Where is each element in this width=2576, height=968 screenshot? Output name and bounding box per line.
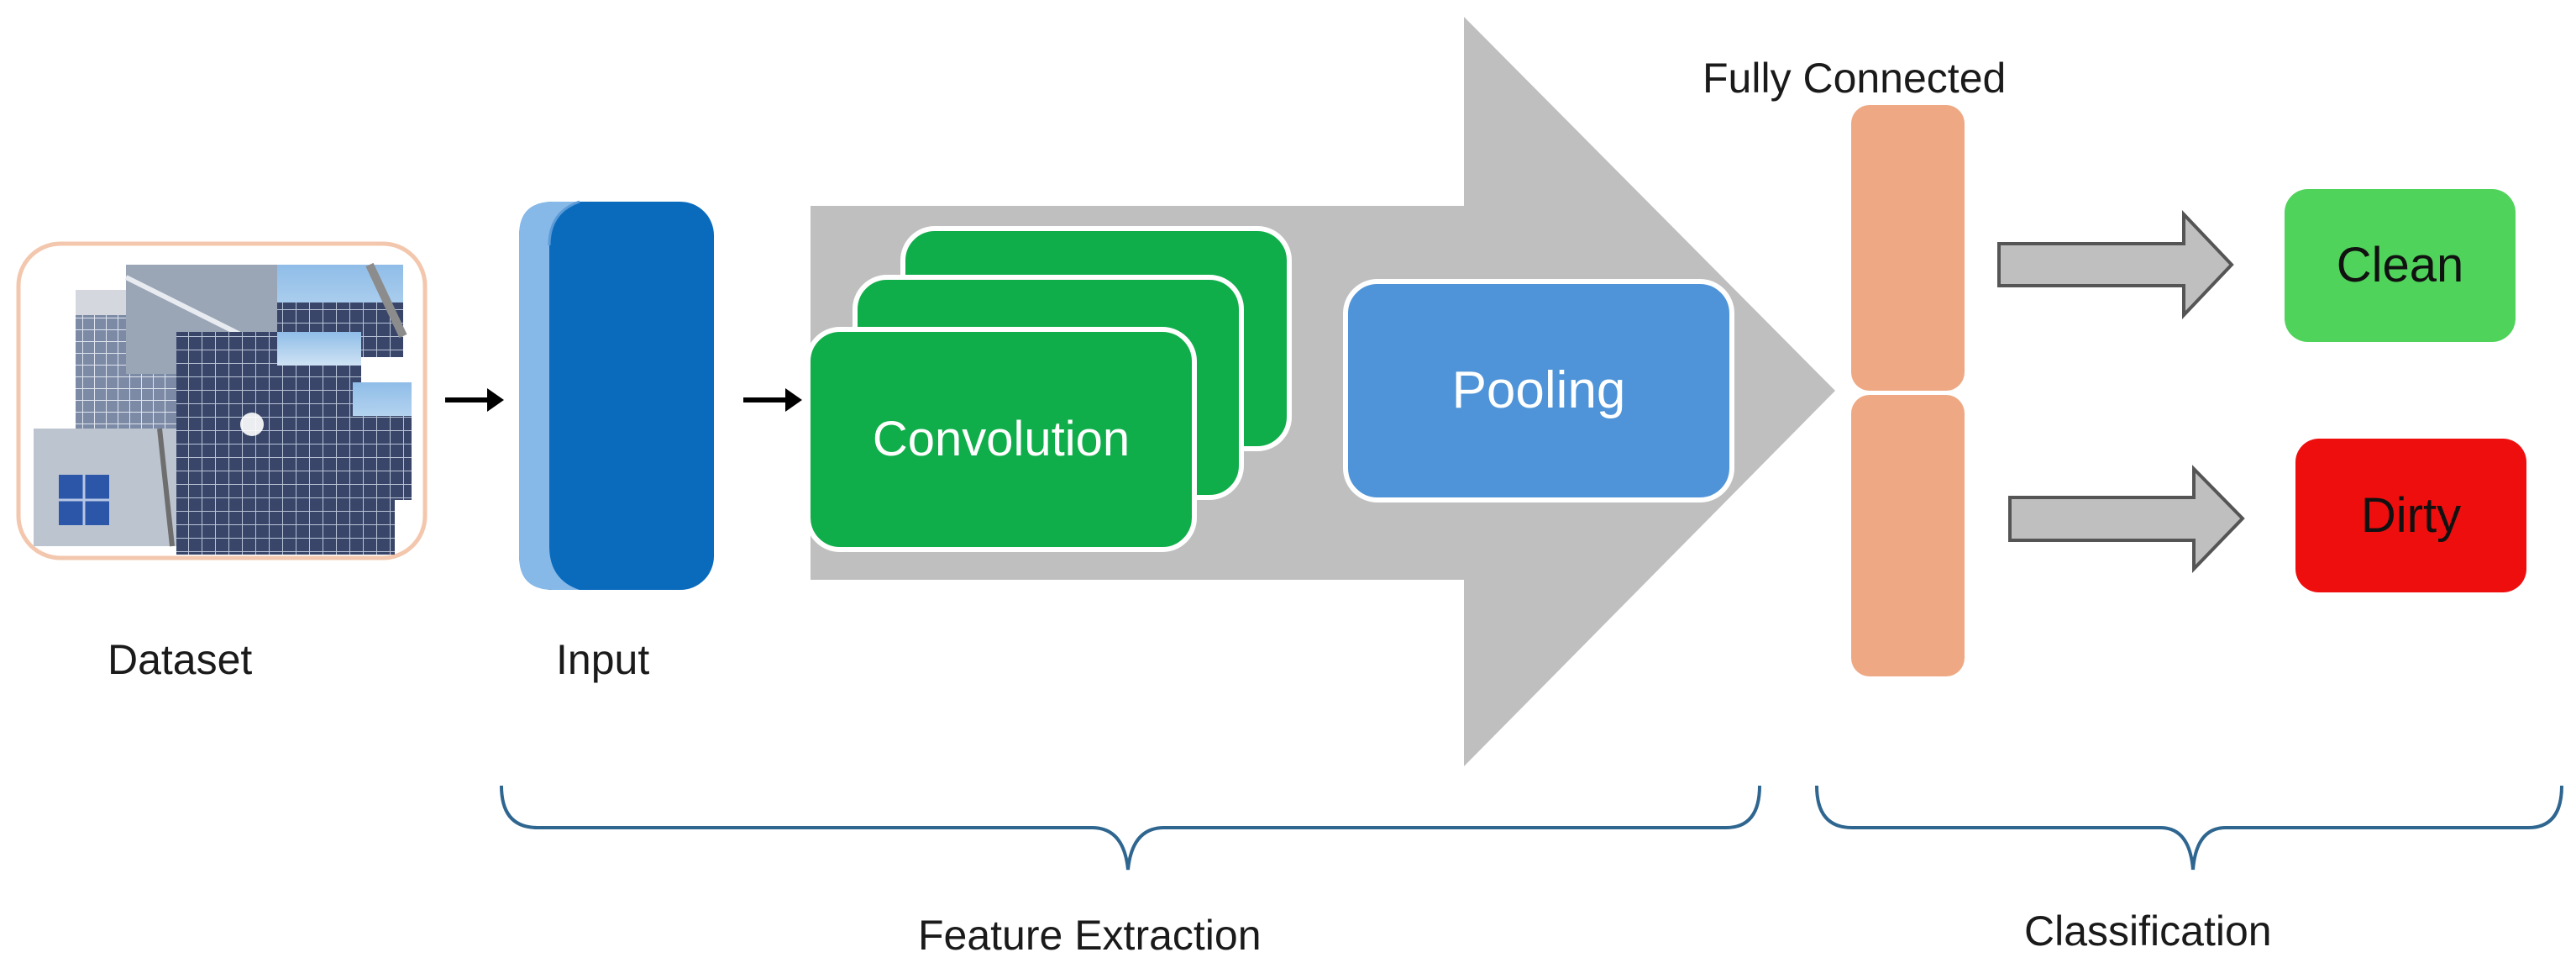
pooling-label: Pooling	[1451, 361, 1626, 419]
arrow-to-dirty	[2008, 465, 2245, 573]
arrow-dataset-to-input	[445, 388, 504, 412]
classification-label: Classification	[2024, 908, 2272, 955]
classification-brace	[1815, 785, 2563, 871]
dirty-output-box	[2295, 439, 2526, 592]
clean-output-box	[2285, 189, 2516, 342]
fully-connected-label: Fully Connected	[1702, 55, 2007, 102]
arrow-to-clean	[1997, 209, 2234, 320]
feature-extraction-label: Feature Extraction	[918, 912, 1262, 959]
input-layer-block	[519, 200, 714, 590]
arrow-input-to-convolution	[743, 388, 802, 412]
dataset-label: Dataset	[108, 636, 253, 683]
convolution-stack	[805, 226, 1292, 552]
convolution-label: Convolution	[872, 412, 1131, 466]
clean-label: Clean	[2336, 238, 2464, 292]
fully-connected-layer	[1851, 105, 1965, 676]
feature-extraction-brace	[500, 785, 1761, 871]
pooling-block	[1343, 279, 1734, 502]
input-label: Input	[556, 636, 650, 683]
feature-extraction-arrow	[811, 17, 1835, 766]
dataset-collage-icon	[16, 241, 428, 560]
dirty-label: Dirty	[2360, 487, 2462, 543]
